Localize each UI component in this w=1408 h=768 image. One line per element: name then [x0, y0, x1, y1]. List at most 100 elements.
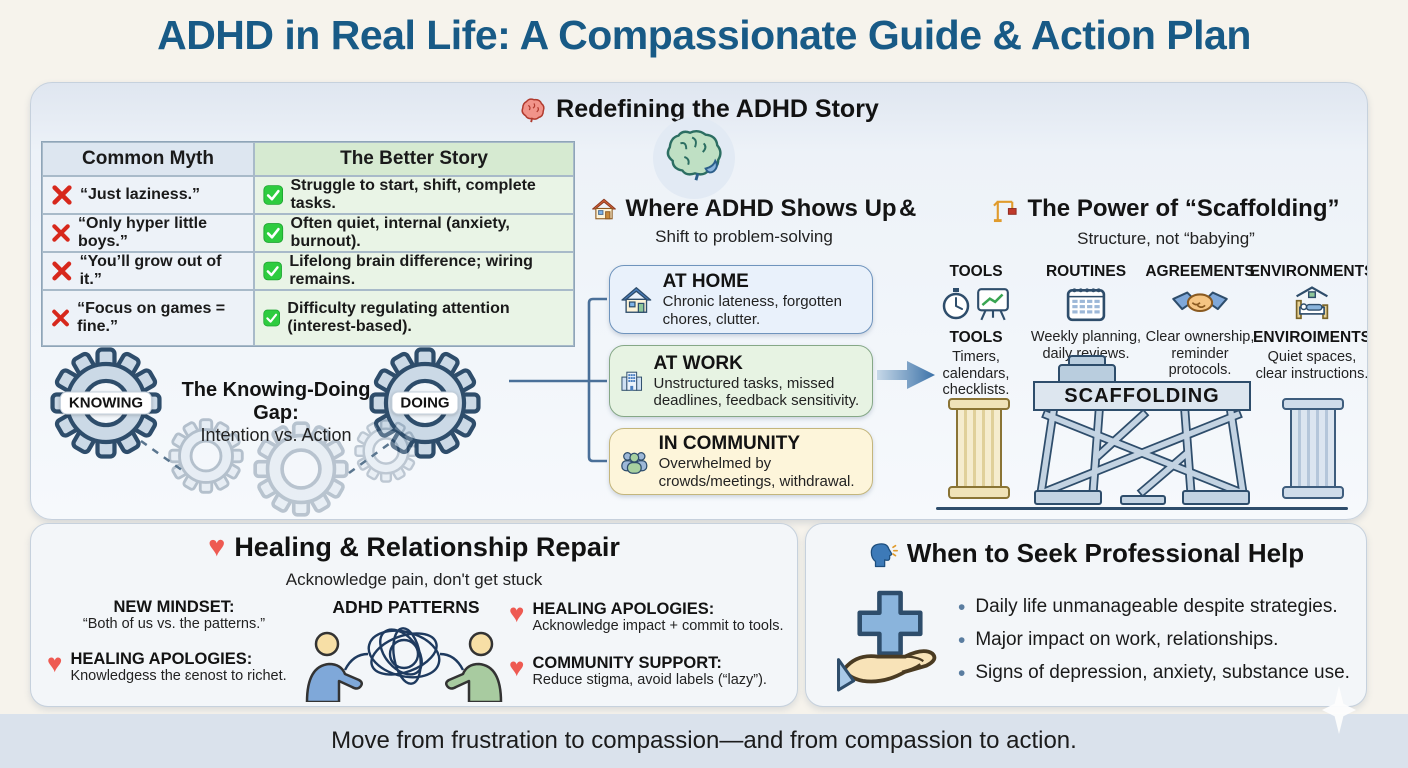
col-header: AGREEMENTS	[1145, 263, 1255, 280]
myth-text: “Just laziness.”	[80, 186, 201, 204]
healing-apologies-left-item: HEALING APOLOGIES: Knowledgess the ɛenos…	[47, 650, 315, 685]
col-body: Quiet spaces, clear instructions.	[1255, 349, 1368, 382]
scaffolding-heading-text: The Power of “Scaffolding”	[1027, 195, 1340, 222]
adhd-patterns-label: ADHD PATTERNS	[332, 597, 480, 617]
flow-arrow-icon	[877, 361, 935, 389]
healing-subheading: Acknowledge pain, don't get stuck	[285, 570, 543, 589]
check-mark-icon	[263, 309, 281, 327]
redefining-panel: Redefining the ADHD Story Common Myth Th…	[30, 82, 1368, 520]
scaffolding-banner: SCAFFOLDING	[1033, 381, 1251, 411]
item-label: HEALING APOLOGIES:	[532, 600, 715, 618]
card-body: Chronic lateness, forgotten chores, clut…	[662, 293, 842, 328]
adhd-patterns-illustration	[305, 627, 503, 702]
bullet-item: Signs of depression, anxiety, substance …	[958, 662, 1354, 686]
table-row: Difficulty regulating attention (interes…	[254, 290, 574, 346]
col-body: Timers, calendars, checklists.	[942, 349, 1010, 399]
brain-illustration-icon	[666, 129, 722, 181]
item-body: Knowledgess the ɛenost to richet.	[70, 668, 287, 685]
seek-help-bullets: Daily life unmanageable despite strategi…	[958, 596, 1354, 695]
bullet-dot	[958, 596, 965, 620]
house-small-icon	[592, 198, 617, 220]
card-title: IN COMMUNITY	[658, 433, 801, 455]
calendar-icon	[1066, 288, 1106, 322]
item-label: COMMUNITY SUPPORT:	[532, 654, 722, 672]
bed-icon	[1295, 286, 1329, 320]
col-label: ENVIROIMENTS	[1253, 329, 1368, 346]
brain-red-icon	[521, 97, 545, 122]
shows-up-heading-text: Where ADHD Shows Up	[625, 195, 897, 222]
scaffolding-heading: The Power of “Scaffolding”	[951, 195, 1367, 223]
stopwatch-chart-icon	[941, 281, 1011, 327]
story-column-header: The Better Story	[254, 142, 574, 176]
table-row: Lifelong brain difference; wiring remain…	[254, 252, 574, 290]
page-title: ADHD in Real Life: A Compassionate Guide…	[157, 12, 1251, 58]
myth-text: “Only hyper little boys.”	[78, 215, 207, 250]
scaffold-col-environments: ENVIRONMENTS ENVIROIMENTS Quiet spaces, …	[1250, 263, 1368, 382]
footer-text: Move from frustration to compassion—and …	[331, 727, 1077, 754]
knowing-doing-gap-text: The Knowing-Doing Gap: Intention vs. Act…	[181, 379, 371, 445]
house-icon	[621, 286, 652, 313]
bullet-dot	[958, 662, 965, 686]
card-at-home: AT HOME Chronic lateness, forgotten chor…	[609, 265, 873, 334]
col-body: Weekly planning, daily reviews.	[1030, 329, 1142, 362]
item-label: HEALING APOLOGIES:	[70, 650, 253, 668]
people-icon	[621, 451, 648, 474]
check-mark-icon	[263, 223, 284, 243]
table-row: Struggle to start, shift, complete tasks…	[254, 176, 574, 214]
ampersand: &	[899, 195, 917, 222]
shows-up-subheading: Shift to problem-solving	[655, 227, 833, 246]
scaffold-truss	[1034, 411, 1250, 505]
x-mark-icon	[52, 309, 69, 327]
community-support-item: COMMUNITY SUPPORT: Reduce stigma, avoid …	[509, 654, 789, 689]
col-header: TOOLS	[949, 263, 1003, 280]
heart-icon	[509, 654, 524, 681]
myth-text: “You’ll grow out of it.”	[79, 253, 222, 288]
card-in-community: IN COMMUNITY Overwhelmed by crowds/meeti…	[609, 428, 873, 495]
scaffold-col-agreements: AGREEMENTS Clear ownership, reminder pro…	[1143, 263, 1257, 379]
scaffolding-subheading: Structure, not “babying”	[1077, 229, 1255, 248]
seek-help-heading-text: When to Seek Professional Help	[906, 538, 1305, 568]
card-title: AT HOME	[662, 271, 749, 293]
redefining-heading-text: Redefining the ADHD Story	[556, 95, 879, 123]
col-body: Clear ownership, reminder protocols.	[1145, 329, 1255, 379]
bullet-item: Major impact on work, relationships.	[958, 629, 1354, 653]
building-icon	[621, 371, 643, 391]
bullet-item: Daily life unmanageable despite strategi…	[958, 596, 1354, 620]
story-text: Often quiet, internal (anxiety, burnout)…	[290, 215, 510, 250]
stopwatch-icon	[942, 288, 970, 320]
doing-label: DOING	[391, 391, 459, 415]
pillar-right	[1282, 398, 1344, 499]
seek-help-panel: When to Seek Professional Help Daily lif…	[805, 523, 1367, 707]
item-body: “Both of us vs. the patterns.”	[82, 616, 266, 633]
heart-icon	[47, 650, 62, 677]
x-mark-icon	[52, 185, 72, 205]
ground-line	[936, 507, 1348, 510]
x-mark-icon	[52, 261, 72, 281]
myth-column-header: Common Myth	[42, 142, 254, 176]
bullet-dot	[958, 629, 965, 653]
scaffold-col-routines: ROUTINES Weekly planning, daily reviews.	[1029, 263, 1143, 362]
card-at-work: AT WORK Unstructured tasks, missed deadl…	[609, 345, 873, 417]
story-text: Struggle to start, shift, complete tasks…	[290, 177, 536, 212]
myth-text: “Focus on games = fine.”	[77, 300, 226, 335]
bullet-text: Signs of depression, anxiety, substance …	[975, 662, 1350, 684]
story-text: Lifelong brain difference; wiring remain…	[289, 253, 533, 288]
crane-icon	[993, 200, 1018, 222]
knowing-label: KNOWING	[59, 391, 153, 415]
check-mark-icon	[263, 185, 284, 205]
col-label: TOOLS	[949, 329, 1003, 346]
item-body: Acknowledge impact + commit to tools.	[532, 618, 784, 635]
check-mark-icon	[263, 261, 282, 281]
healing-heading-text: Healing & Relationship Repair	[234, 532, 620, 562]
redefining-heading: Redefining the ADHD Story	[31, 95, 1367, 124]
heart-icon	[509, 600, 524, 627]
healing-panel: Healing & Relationship Repair Acknowledg…	[30, 523, 798, 707]
bullet-text: Major impact on work, relationships.	[975, 629, 1279, 651]
heart-icon	[208, 532, 225, 563]
col-header: ROUTINES	[1045, 263, 1127, 280]
new-mindset-item: NEW MINDSET: “Both of us vs. the pattern…	[59, 598, 289, 633]
talking-head-icon	[870, 542, 898, 567]
table-row: “Just laziness.”	[42, 176, 254, 214]
chart-easel-icon	[977, 288, 1009, 321]
